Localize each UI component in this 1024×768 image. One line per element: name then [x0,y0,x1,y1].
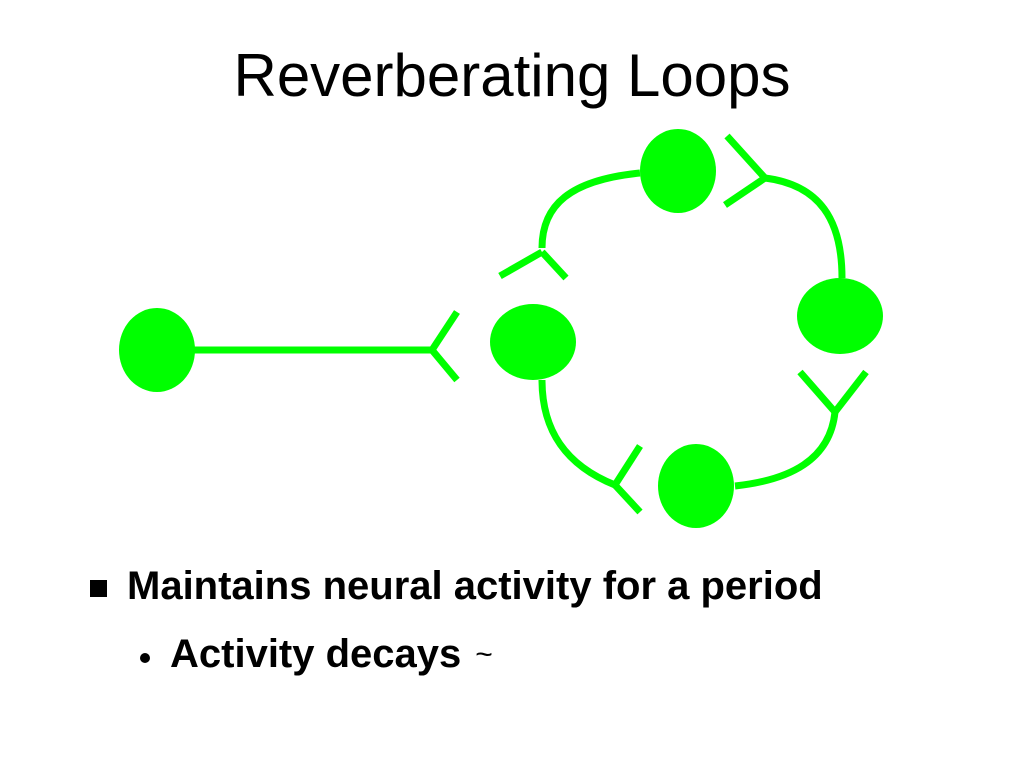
synapse-bottom-left [612,444,643,515]
neuron-input [119,308,195,392]
neuron-loop-bottom [658,444,734,528]
neuron-loop-top [640,129,716,213]
synapse-input [429,310,460,383]
axon-left-to-top [538,169,641,249]
synapse-top-right [723,133,768,208]
neuron-loop-left [490,304,576,380]
slide-title: Reverberating Loops [233,42,791,109]
neuron-loop-right [797,278,883,354]
axon-top-to-right [764,174,846,279]
synapse-left-top [498,248,569,281]
axon-right-to-bottom [734,411,839,490]
axon-bottom-to-left [538,379,617,489]
synapse-right-bottom [797,369,869,415]
